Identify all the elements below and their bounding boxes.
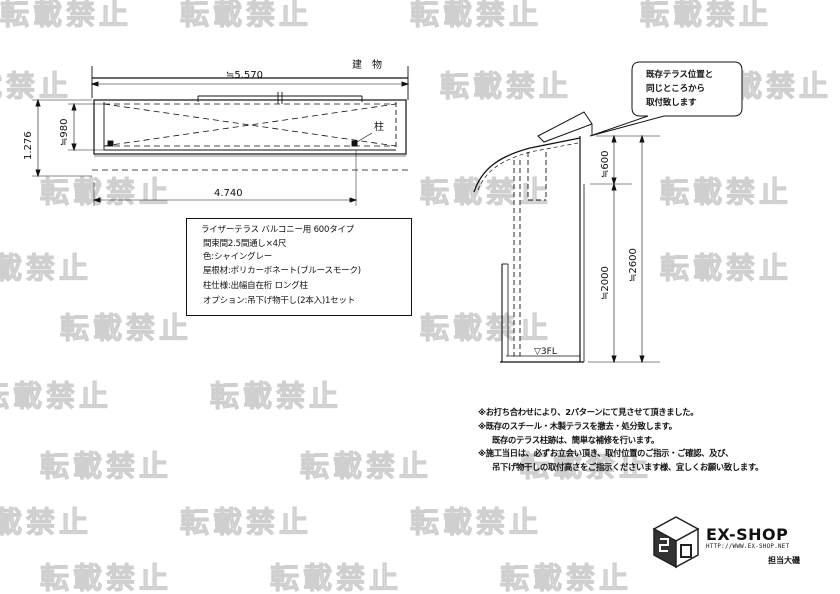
watermark-text: 転載禁止 [210,379,342,413]
staff-name: 担当大磯 [768,556,800,565]
watermark-text: 転載禁止 [520,449,652,483]
plan-view [32,66,410,206]
callout-text: 既存テラス位置と 同じところから 取付致します [646,68,746,110]
watermark-text: 転載禁止 [410,0,542,31]
watermark-text: 転載禁止 [40,561,172,594]
watermark-text: 転載禁止 [640,0,772,31]
cube-logo-icon [652,516,700,569]
watermark-text: 転載禁止 [410,505,542,539]
note-line: 吊下げ物干しの取付高さをご指示くださいます様、宜しくお願い致します。 [492,462,764,473]
plan-depth-dim: 1.276 [23,131,34,160]
spec-box: ライザーテラス バルコニー用 600タイプ 間束間2.5間通し×4尺 色:シャイ… [186,218,412,316]
callout-line: 取付致します [646,98,697,108]
logo-url: HTTP://WWW.EX-SHOP.NET [706,544,790,550]
spec-line: 色:シャイングレー [203,252,273,262]
watermark-text: 転載禁止 [0,251,92,285]
spec-line: ライザーテラス バルコニー用 600タイプ [201,225,355,235]
watermark-text: 転載禁止 [420,175,552,209]
watermark-text: 転載禁止 [40,175,172,209]
dim-top-600: ≒600 [600,151,611,178]
callout-line: 既存テラス位置と [646,70,713,80]
spec-line: 間束間2.5間通し×4尺 [203,239,287,249]
watermark-text: 転載禁止 [500,561,632,594]
watermark-text: 転載禁止 [180,0,312,31]
watermark-text: 転載禁止 [40,449,172,483]
note-line: 既存のテラス柱跡は、簡単な補修を行います。 [492,434,659,445]
watermark-text: 転載禁止 [180,505,312,539]
spec-line: オプション:吊下げ物干し(2本入)1セット [203,296,356,306]
floor-level-label: ▽3FL [534,347,557,357]
note-line: ※お打ち合わせにより、2パターンにて見させて頂きました。 [478,407,699,417]
watermark-text: 転載禁止 [60,311,192,345]
watermark-text: 転載禁止 [0,379,112,413]
spec-line: 柱仕様:出幅自在桁 ロング柱 [203,281,308,291]
spec-line: 屋根材:ポリカーボネート(ブルースモーク) [203,266,361,276]
watermark-text: 転載禁止 [440,69,572,103]
watermark-text: 転載禁止 [300,449,432,483]
callout-bubble [589,61,743,137]
plan-width-dim: ≒5.570 [226,70,263,81]
elevation-view [473,61,743,364]
watermark-text: 転載禁止 [0,505,92,539]
post-span-dim: 4.740 [214,188,243,199]
watermark-text: 転載禁止 [270,561,402,594]
note-line: ※既存のスチール・木製テラスを撤去・処分致します。 [478,420,677,431]
ex-shop-logo: EX-SHOP HTTP://WWW.EX-SHOP.NET 担当大磯 [650,513,830,583]
notes-block: ※お打ち合わせにより、2パターンにて見させて頂きました。 ※既存のスチール・木製… [478,406,828,475]
watermark-text: 転載禁止 [660,251,792,285]
logo-title: EX-SHOP [706,525,789,544]
watermark-text: 転載禁止 [420,311,552,345]
watermark-text: 転載禁止 [0,69,72,103]
watermark-text: 転載禁止 [660,175,792,209]
plan-inner-depth-dim: ≒980 [59,119,70,146]
watermark-text: 転載禁止 [0,0,132,31]
note-line: ※施工当日は、必ずお立会い頂き、取付位置のご指示・ご確認、及び、 [478,448,734,459]
dim-total-2600: ≒2600 [628,248,639,282]
building-label: 建 物 [352,58,382,71]
post-label: 柱 [374,120,384,133]
dim-lower-2000: ≒2000 [600,266,611,300]
callout-line: 同じところから [646,84,705,94]
